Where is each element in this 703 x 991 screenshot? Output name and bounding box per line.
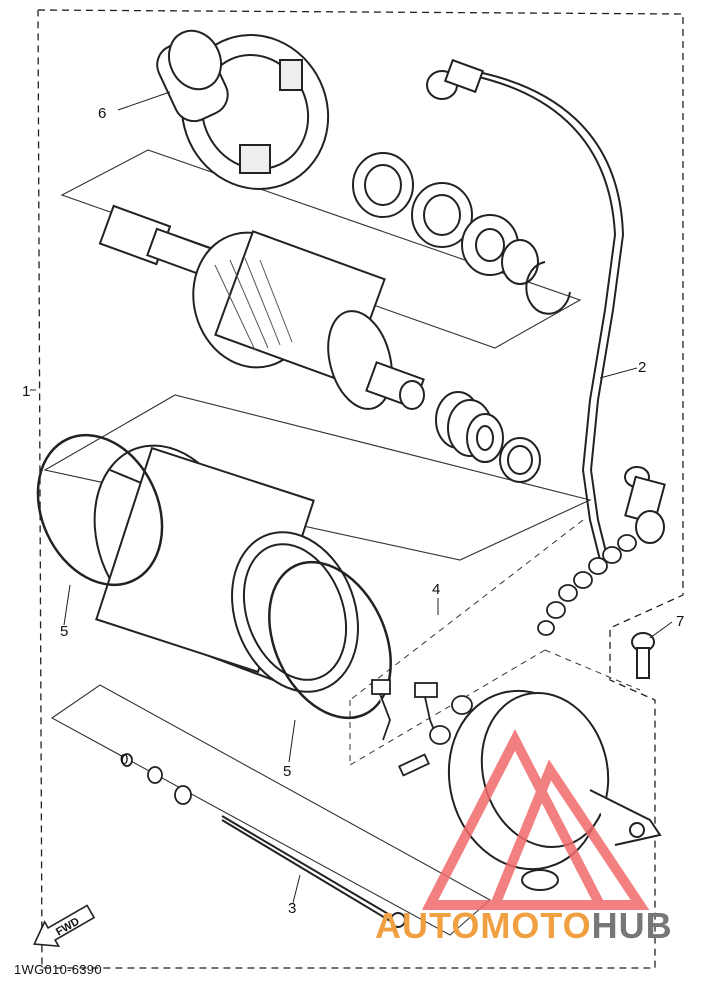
terminal-nut-washer-set <box>537 534 637 636</box>
callout-2: 2 <box>638 359 646 376</box>
callout-4: 4 <box>432 581 440 598</box>
armature-part <box>98 204 425 410</box>
watermark-text: AUTOMOTOHUB <box>375 905 673 947</box>
bearing-set-part <box>352 152 571 315</box>
callout-1: 1 <box>22 383 30 400</box>
callout-6: 6 <box>98 105 106 122</box>
o-ring-left <box>36 433 164 587</box>
end-cover-bracket-outline <box>50 684 491 936</box>
washer-row-part <box>121 753 192 805</box>
callout-3: 3 <box>288 900 296 917</box>
callout-5-left: 5 <box>60 623 68 640</box>
watermark-logo-icon <box>421 729 650 910</box>
dashed-leader-lines <box>349 519 641 766</box>
yoke-housing-part <box>93 444 359 693</box>
assembly-boundary <box>37 9 684 969</box>
yoke-bracket-outline <box>43 394 592 561</box>
screw-bolt-part <box>631 632 655 679</box>
brush-set-part <box>371 679 473 777</box>
front-end-cover-part <box>156 29 330 190</box>
washer-stack-part <box>435 391 541 483</box>
forward-arrow-icon: FWD <box>33 904 96 948</box>
through-bolt-part <box>221 815 406 928</box>
o-ring-right <box>268 560 392 720</box>
reference-code: 1WG010-6390 <box>14 962 102 977</box>
callout-5-lower: 5 <box>283 763 291 780</box>
fwd-label: FWD <box>54 915 82 938</box>
lead-wire-part <box>426 58 666 561</box>
callout-0-washer: 0 <box>120 751 128 768</box>
watermark-text-part1: AUTOMOTO <box>375 905 592 946</box>
callout-leaders <box>30 91 673 904</box>
watermark-text-part2: HUB <box>591 905 673 946</box>
callout-7: 7 <box>676 613 684 630</box>
